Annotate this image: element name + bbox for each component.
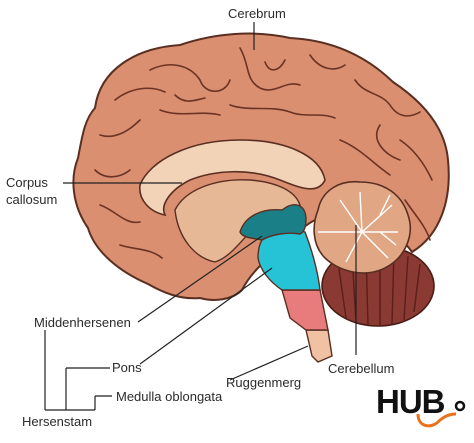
label-cerebellum: Cerebellum (328, 361, 395, 376)
logo-text: HUB (376, 383, 445, 420)
hub-logo: HUB (376, 384, 468, 432)
label-medulla-oblongata: Medulla oblongata (116, 389, 223, 404)
stethoscope-icon (416, 400, 466, 428)
midbrain-shape (239, 204, 307, 241)
spinal-cord-shape (305, 329, 333, 363)
label-corpus-line2: callosum (6, 192, 58, 207)
pons-shape (257, 229, 321, 291)
label-pons: Pons (112, 360, 142, 375)
gyri-lines (94, 47, 433, 259)
leader-lines (44, 22, 357, 411)
label-cerebrum: Cerebrum (228, 6, 286, 21)
arbor-vitae (318, 191, 398, 263)
medulla-shape (281, 289, 329, 331)
label-corpus-line1: Corpus (6, 175, 48, 190)
label-ruggenmerg: Ruggenmerg (226, 375, 302, 390)
label-middenhersenen: Middenhersenen (34, 315, 131, 330)
label-hersenstam: Hersenstam (22, 414, 93, 429)
corpus-callosum-shape (139, 139, 326, 217)
label-corpus-callosum: Corpus callosum (6, 174, 57, 208)
